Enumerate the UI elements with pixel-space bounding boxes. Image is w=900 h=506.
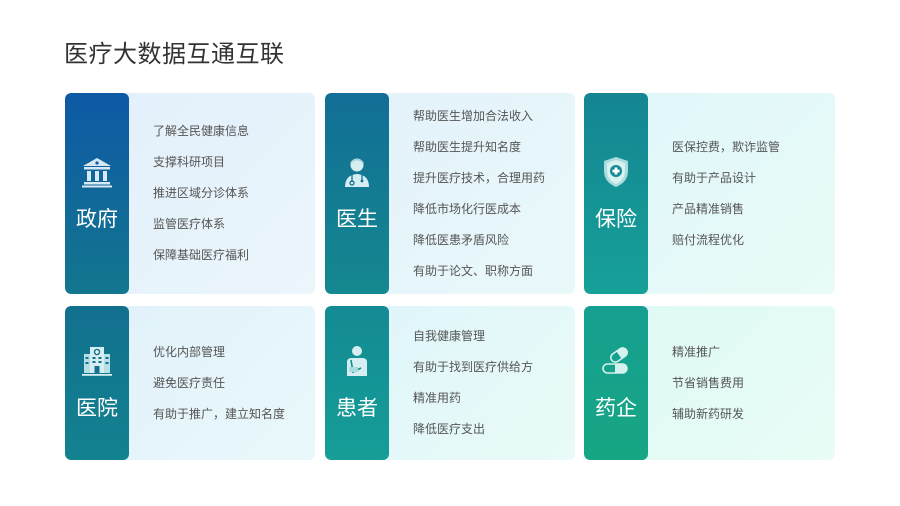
- list-item: 优化内部管理: [153, 344, 226, 359]
- list-item: 了解全民健康信息: [153, 124, 250, 138]
- card-side: 医生: [325, 93, 389, 294]
- card-side: 政府: [65, 93, 129, 294]
- list-item: 降低医疗支出: [413, 422, 486, 436]
- card-title: 政府: [76, 206, 118, 231]
- list-item: 降低市场化行医成本: [413, 201, 522, 216]
- list-item: 避免医疗责任: [153, 375, 226, 390]
- list-item: 降低医患矛盾风险: [413, 232, 510, 247]
- card-title: 保险: [595, 206, 637, 231]
- card-side: 药企: [584, 306, 648, 460]
- list-item: 保障基础医疗福利: [153, 248, 250, 262]
- list-item: 帮助医生提升知名度: [413, 139, 522, 154]
- list-item: 辅助新药研发: [672, 406, 745, 421]
- card-body: 帮助医生增加合法收入 帮助医生提升知名度 提升医疗技术，合理用药 降低市场化行医…: [389, 93, 575, 294]
- card-hospital: 医院 优化内部管理 避免医疗责任 有助于推广，建立知名度: [65, 306, 315, 460]
- list-item: 医保控费，欺诈监管: [672, 139, 781, 154]
- card-body: 自我健康管理 有助于找到医疗供给方 精准用药 降低医疗支出: [389, 306, 575, 460]
- card-government: 政府 了解全民健康信息 支撑科研项目 推进区域分诊体系 监管医疗体系 保障基础医…: [65, 93, 315, 294]
- list-item: 有助于推广，建立知名度: [153, 406, 286, 421]
- list-item: 推进区域分诊体系: [153, 186, 250, 200]
- card-side: 患者: [325, 306, 389, 460]
- card-doctor: 医生 帮助医生增加合法收入 帮助医生提升知名度 提升医疗技术，合理用药 降低市场…: [325, 93, 575, 294]
- card-body: 精准推广 节省销售费用 辅助新药研发: [648, 306, 835, 460]
- pills-icon: [602, 347, 628, 374]
- government-building-icon: [82, 157, 112, 187]
- card-pharma: 药企 精准推广 节省销售费用 辅助新药研发: [584, 306, 835, 460]
- page-title: 医疗大数据互通互联: [64, 40, 285, 68]
- card-insurance: 保险 医保控费，欺诈监管 有助于产品设计 产品精准销售 赔付流程优化: [584, 93, 835, 294]
- card-title: 医院: [76, 396, 118, 420]
- card-side: 保险: [584, 93, 648, 294]
- list-item: 支撑科研项目: [153, 155, 226, 169]
- list-item: 有助于产品设计: [672, 170, 757, 185]
- card-body: 医保控费，欺诈监管 有助于产品设计 产品精准销售 赔付流程优化: [648, 93, 835, 294]
- doctor-icon: [345, 158, 369, 187]
- list-item: 赔付流程优化: [672, 232, 745, 247]
- list-item: 提升医疗技术，合理用药: [413, 170, 546, 185]
- insurance-shield-icon: [604, 156, 628, 187]
- list-item: 监管医疗体系: [153, 217, 226, 231]
- card-title: 医生: [336, 206, 378, 231]
- list-item: 精准推广: [672, 344, 721, 359]
- list-item: 精准用药: [413, 391, 462, 405]
- card-title: 药企: [595, 396, 637, 420]
- list-item: 节省销售费用: [672, 375, 745, 390]
- patient-icon: [347, 346, 367, 376]
- card-side: 医院: [65, 306, 129, 460]
- list-item: 有助于找到医疗供给方: [413, 360, 534, 374]
- list-item: 产品精准销售: [672, 201, 745, 216]
- card-title: 患者: [336, 396, 378, 420]
- list-item: 帮助医生增加合法收入: [413, 108, 534, 123]
- card-patient: 患者 自我健康管理 有助于找到医疗供给方 精准用药 降低医疗支出: [325, 306, 575, 460]
- list-item: 自我健康管理: [413, 329, 486, 343]
- card-body: 了解全民健康信息 支撑科研项目 推进区域分诊体系 监管医疗体系 保障基础医疗福利: [129, 93, 315, 294]
- hospital-icon: [82, 347, 112, 376]
- card-body: 优化内部管理 避免医疗责任 有助于推广，建立知名度: [129, 306, 315, 460]
- list-item: 有助于论文、职称方面: [413, 263, 534, 278]
